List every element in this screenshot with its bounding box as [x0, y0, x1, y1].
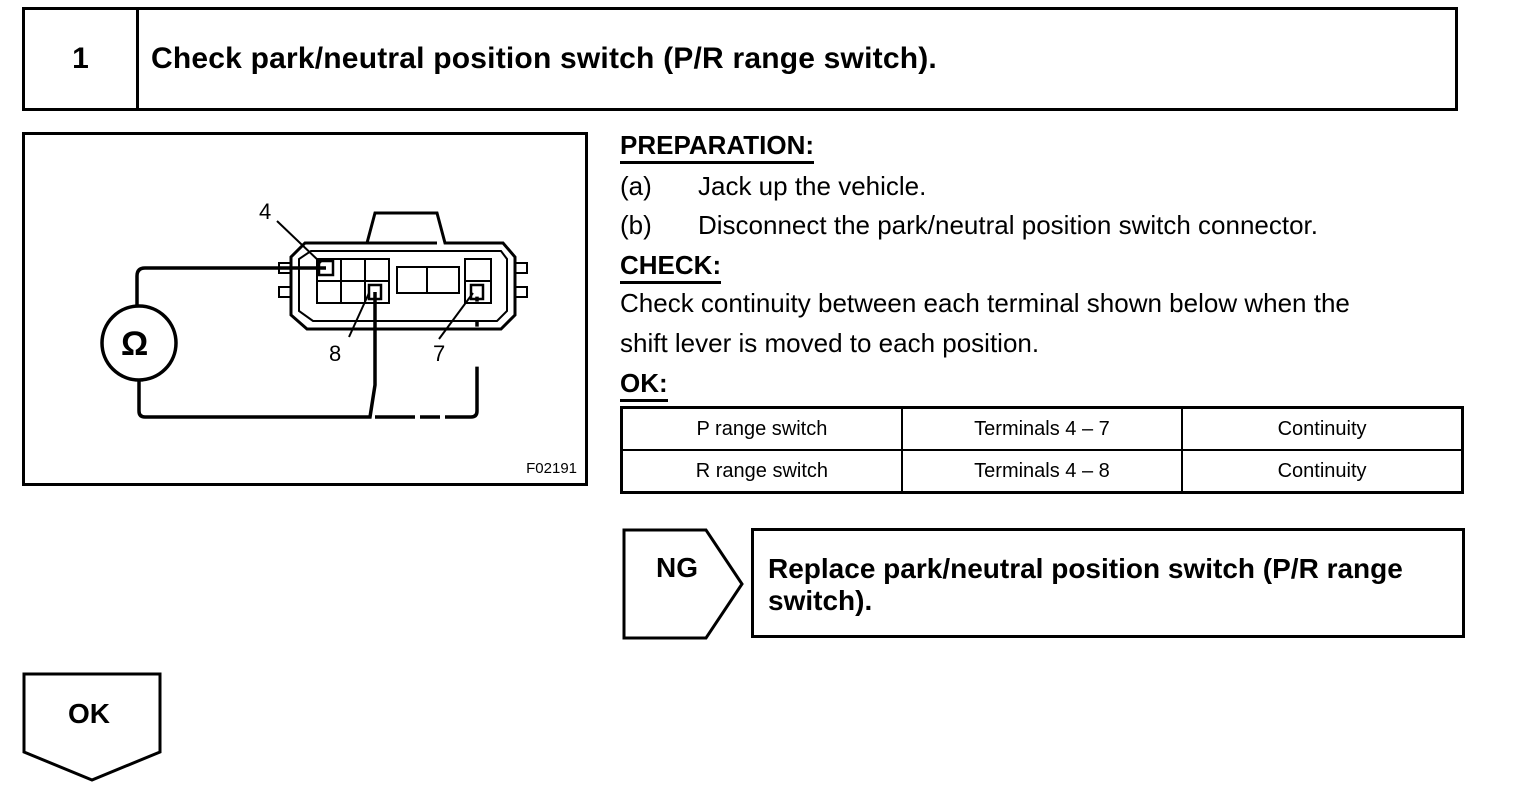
- item-text: Disconnect the park/neutral position swi…: [698, 210, 1319, 240]
- ok-arrow: [22, 672, 162, 782]
- ohm-symbol: Ω: [121, 325, 149, 363]
- figure-code: F02191: [526, 460, 577, 477]
- ok-heading-row: OK:: [620, 368, 668, 402]
- step-title: Check park/neutral position switch (P/R …: [151, 42, 937, 75]
- table-cell: Terminals 4 – 8: [900, 449, 1184, 494]
- preparation-heading: PREPARATION:: [620, 130, 815, 164]
- ok-heading: OK:: [620, 368, 668, 402]
- table-row: P range switch Terminals 4 – 7 Continuit…: [620, 406, 1464, 451]
- terminal-label-7: 7: [433, 341, 446, 366]
- ng-arrow: [622, 528, 744, 640]
- terminal-label-4: 4: [259, 199, 272, 224]
- table-cell: Terminals 4 – 7: [900, 406, 1184, 451]
- ng-label: NG: [656, 552, 698, 583]
- item-letter: (b): [620, 210, 652, 240]
- ok-flow-label: OK: [68, 698, 110, 729]
- table-cell: P range switch: [620, 406, 903, 451]
- ng-action-text: Replace park/neutral position switch (P/…: [768, 553, 1403, 616]
- connector-inner: [298, 250, 508, 322]
- check-line: Check continuity between each terminal s…: [620, 288, 1350, 318]
- connector-diagram: [100, 211, 528, 419]
- check-heading-row: CHECK:: [620, 250, 722, 284]
- item-letter: (a): [620, 171, 652, 201]
- step-number: 1: [25, 10, 139, 108]
- terminal-label-8: 8: [329, 341, 342, 366]
- table-cell: R range switch: [620, 449, 903, 494]
- table-cell: Continuity: [1181, 406, 1464, 451]
- connector-figure: Ω 4 8 7 F02191: [22, 132, 588, 486]
- connector-housing: [289, 211, 517, 331]
- preparation-item: (a) Jack up the vehicle.: [620, 171, 926, 201]
- preparation-item: (b) Disconnect the park/neutral position …: [620, 210, 1318, 240]
- continuity-table: P range switch Terminals 4 – 7 Continuit…: [620, 406, 1464, 494]
- ng-action-box: Replace park/neutral position switch (P/…: [751, 528, 1465, 638]
- check-line: shift lever is moved to each position.: [620, 328, 1040, 358]
- preparation-heading-row: PREPARATION:: [620, 130, 815, 164]
- table-cell: Continuity: [1181, 449, 1464, 494]
- table-row: R range switch Terminals 4 – 8 Continuit…: [620, 449, 1464, 494]
- check-heading: CHECK:: [620, 250, 722, 284]
- step-header: 1 Check park/neutral position switch (P/…: [22, 7, 1458, 111]
- item-text: Jack up the vehicle.: [698, 171, 927, 201]
